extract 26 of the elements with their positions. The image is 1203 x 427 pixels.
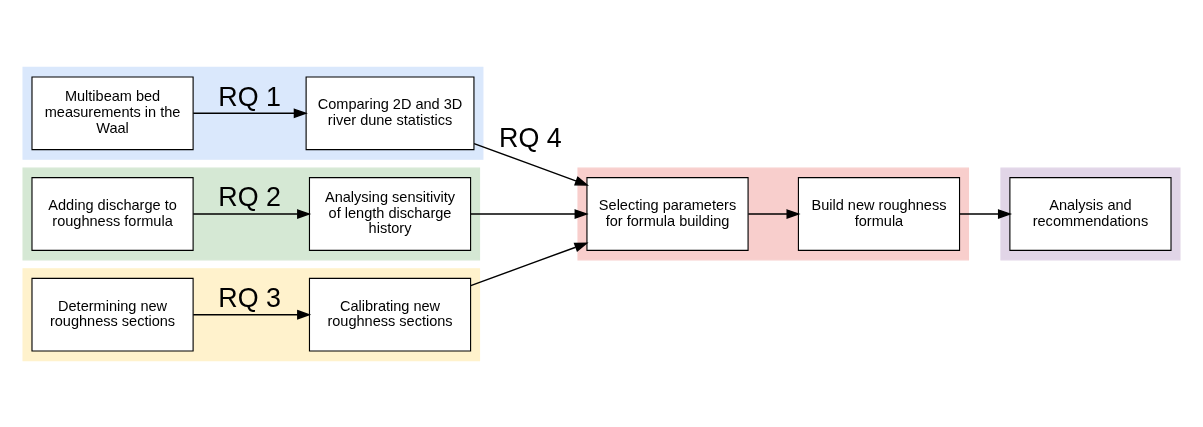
cluster <box>22 66 484 160</box>
arrow <box>473 142 589 186</box>
node-box: Selecting parameters for formula building <box>586 176 749 251</box>
node-box: Determining new roughness sections <box>31 277 194 352</box>
node-box: Comparing 2D and 3D river dune statistics <box>305 75 475 150</box>
edge-label: RQ 1 <box>218 81 281 112</box>
node-box: Analysing sensitivity of length discharge history <box>308 176 472 251</box>
edge-label: RQ 4 <box>499 122 562 153</box>
edge-label: RQ 2 <box>218 181 281 212</box>
arrow <box>470 208 589 219</box>
node-box: Analysis and recommendations <box>1009 176 1172 251</box>
node-box: Multibeam bed measurements in the Waal <box>31 75 194 150</box>
node-box: Calibrating new roughness sections <box>308 277 472 352</box>
cluster <box>22 167 481 260</box>
cluster <box>22 267 481 361</box>
arrow <box>747 208 801 219</box>
arrow <box>192 309 312 320</box>
arrow <box>192 107 308 118</box>
node-box: Adding discharge to roughness formula <box>31 176 194 251</box>
arrow <box>192 208 312 219</box>
cluster <box>577 167 970 260</box>
arrow <box>959 208 1013 219</box>
arrow <box>470 242 589 286</box>
cluster <box>1000 167 1181 260</box>
edge-label: RQ 3 <box>218 282 281 313</box>
node-box: Build new roughness formula <box>797 176 961 251</box>
